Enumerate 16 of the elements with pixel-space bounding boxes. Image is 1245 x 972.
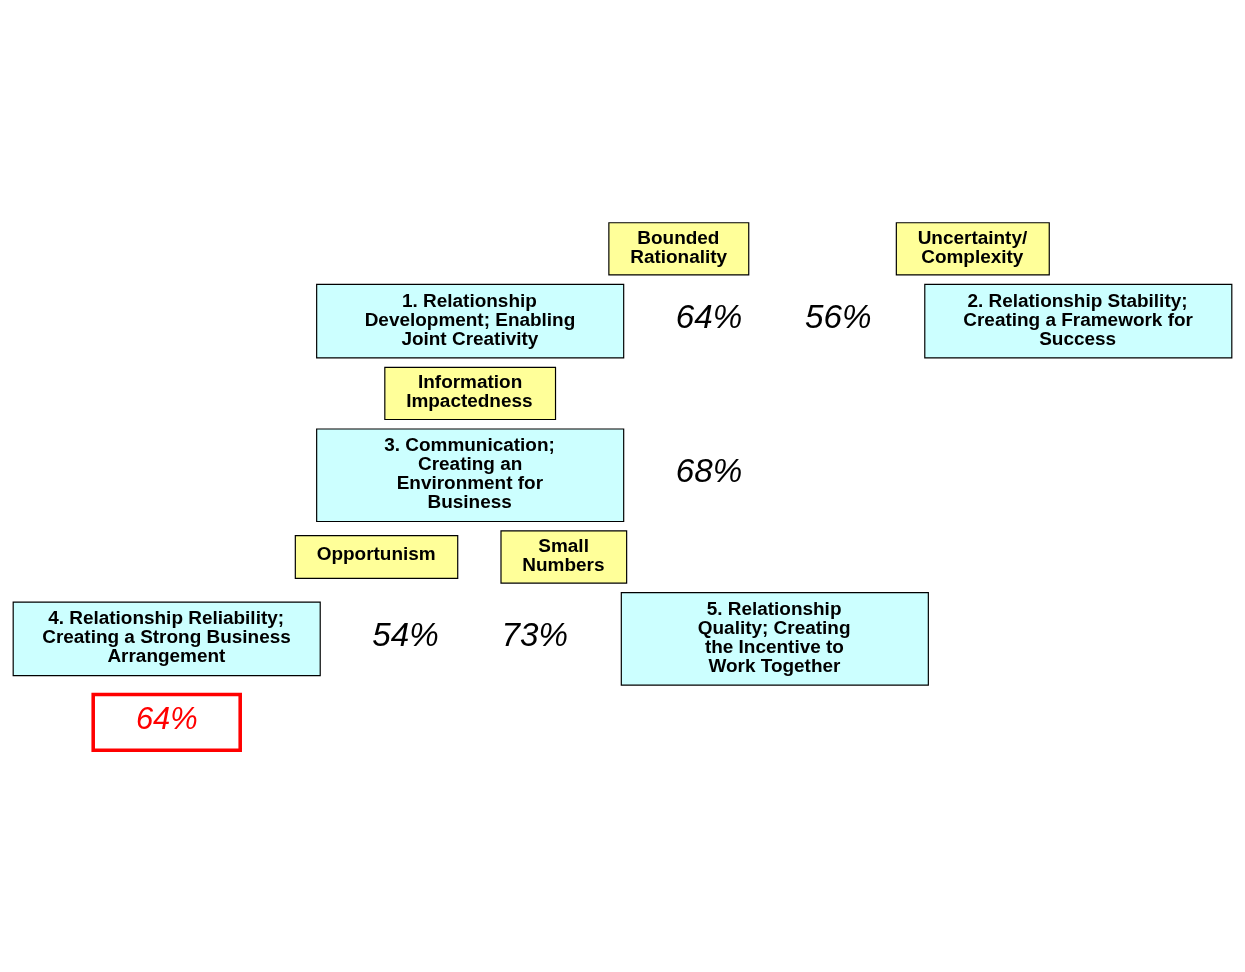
node-box: Small Numbers — [500, 529, 628, 584]
node-box: 2. Relationship Stability; Creating a Framework for Success — [924, 283, 1233, 358]
label: 68% — [675, 451, 743, 489]
node-box: 5. Relationship Quality; Creating the Incentive to Work Together — [620, 591, 929, 686]
label: 64% — [675, 297, 743, 335]
node-box: 1. Relationship Development; Enabling Joint Creativity — [316, 283, 625, 358]
node-box: 64% — [91, 692, 242, 752]
node-box: Uncertainty/ Complexity — [895, 221, 1050, 275]
label: 56% — [805, 297, 872, 335]
node-box: Information Impactedness — [384, 366, 557, 420]
label: 73% — [501, 615, 569, 653]
label: 54% — [372, 615, 439, 653]
node-box: 4. Relationship Reliability; Creating a Strong Business Arrangement — [12, 601, 321, 676]
node-box: Opportunism — [294, 534, 459, 579]
node-box: 3. Communication; Creating an Environment for Business — [316, 427, 625, 522]
node-box: Bounded Rationality — [608, 221, 750, 275]
